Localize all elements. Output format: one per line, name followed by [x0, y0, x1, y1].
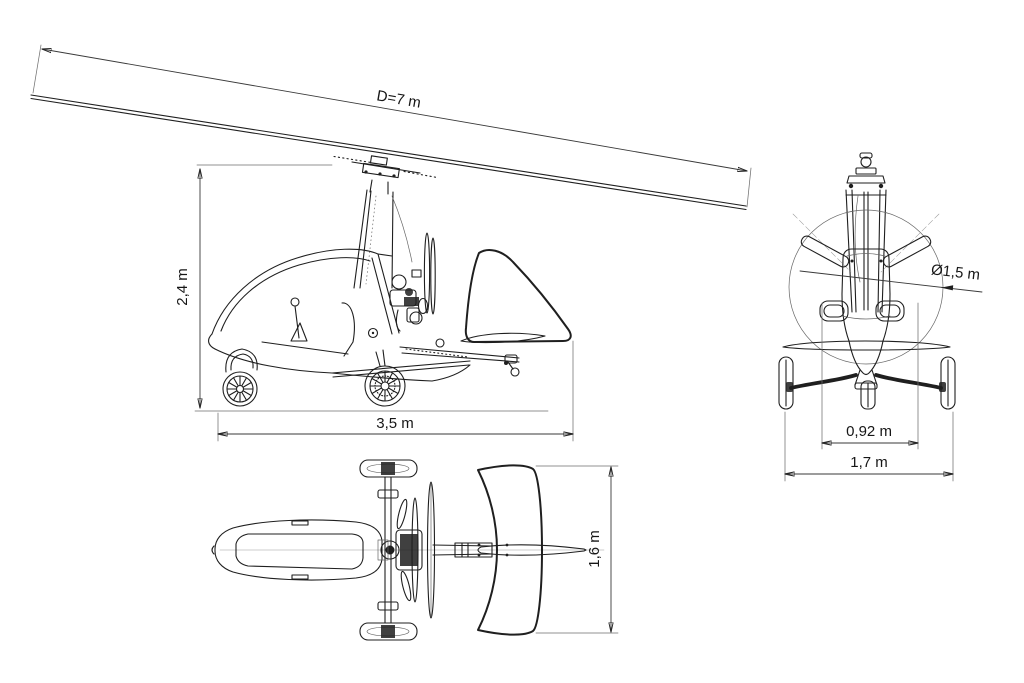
side-view: D=7 m — [30, 44, 752, 442]
dim-length: 3,5 m — [194, 340, 574, 442]
horizontal-stabilizer-side — [460, 332, 546, 344]
dim-stabilizer-span: 1,6 m — [535, 465, 619, 634]
length-label: 3,5 m — [376, 415, 414, 432]
tail-top — [432, 464, 587, 636]
wheel-top-lower — [359, 622, 418, 641]
vertical-fin — [464, 249, 572, 343]
tail-wheel — [510, 367, 520, 377]
propeller-blade-left — [800, 235, 850, 268]
propeller-front — [788, 209, 944, 365]
main-wheel — [364, 365, 406, 407]
propeller-diameter-label: Ø1,5 m — [930, 261, 981, 283]
dim-track: 1,7 m — [784, 411, 954, 482]
fuselage-front — [819, 248, 905, 376]
horizontal-stabilizer-front — [782, 340, 951, 351]
propeller-side — [417, 232, 436, 315]
dim-propeller-diameter: Ø1,5 m — [799, 261, 983, 293]
exhaust-left — [819, 300, 849, 322]
rotor-head-front — [845, 152, 887, 313]
track-label: 1,7 m — [850, 454, 888, 471]
tail-side — [399, 249, 572, 377]
engine-side — [389, 269, 423, 332]
propeller-top — [411, 481, 436, 619]
wheel-front-right — [940, 356, 956, 410]
landing-gear-front — [778, 356, 956, 410]
front-wheel — [222, 371, 258, 407]
exhaust-right — [875, 300, 905, 322]
dim-rotor-diameter: D=7 m — [32, 44, 752, 208]
engine-top — [377, 498, 423, 602]
horizontal-stabilizer-top — [477, 464, 543, 636]
dim-height: 2,4 m — [174, 164, 333, 409]
dim-inner-track: 0,92 m — [821, 302, 919, 450]
vertical-fin-top — [477, 544, 587, 556]
inner-track-label: 0,92 m — [846, 423, 892, 440]
landing-gear-side — [222, 348, 406, 407]
nose-wheel-front — [860, 380, 876, 410]
propeller-disc — [788, 209, 944, 365]
stabilizer-span-label: 1,6 m — [586, 530, 603, 568]
fuselage-top — [211, 519, 383, 581]
rotor-head — [361, 155, 400, 195]
top-view: 1,6 m — [211, 459, 619, 641]
fuselage-side — [208, 248, 471, 382]
wheel-front-left — [778, 356, 794, 410]
propeller-blade-right — [882, 235, 932, 268]
wheel-top-upper — [359, 459, 418, 478]
control-stick — [290, 297, 300, 307]
front-view: Ø1,5 m 0,92 m 1,7 m — [778, 152, 983, 482]
rotor-mast — [353, 189, 413, 289]
height-label: 2,4 m — [174, 268, 191, 306]
